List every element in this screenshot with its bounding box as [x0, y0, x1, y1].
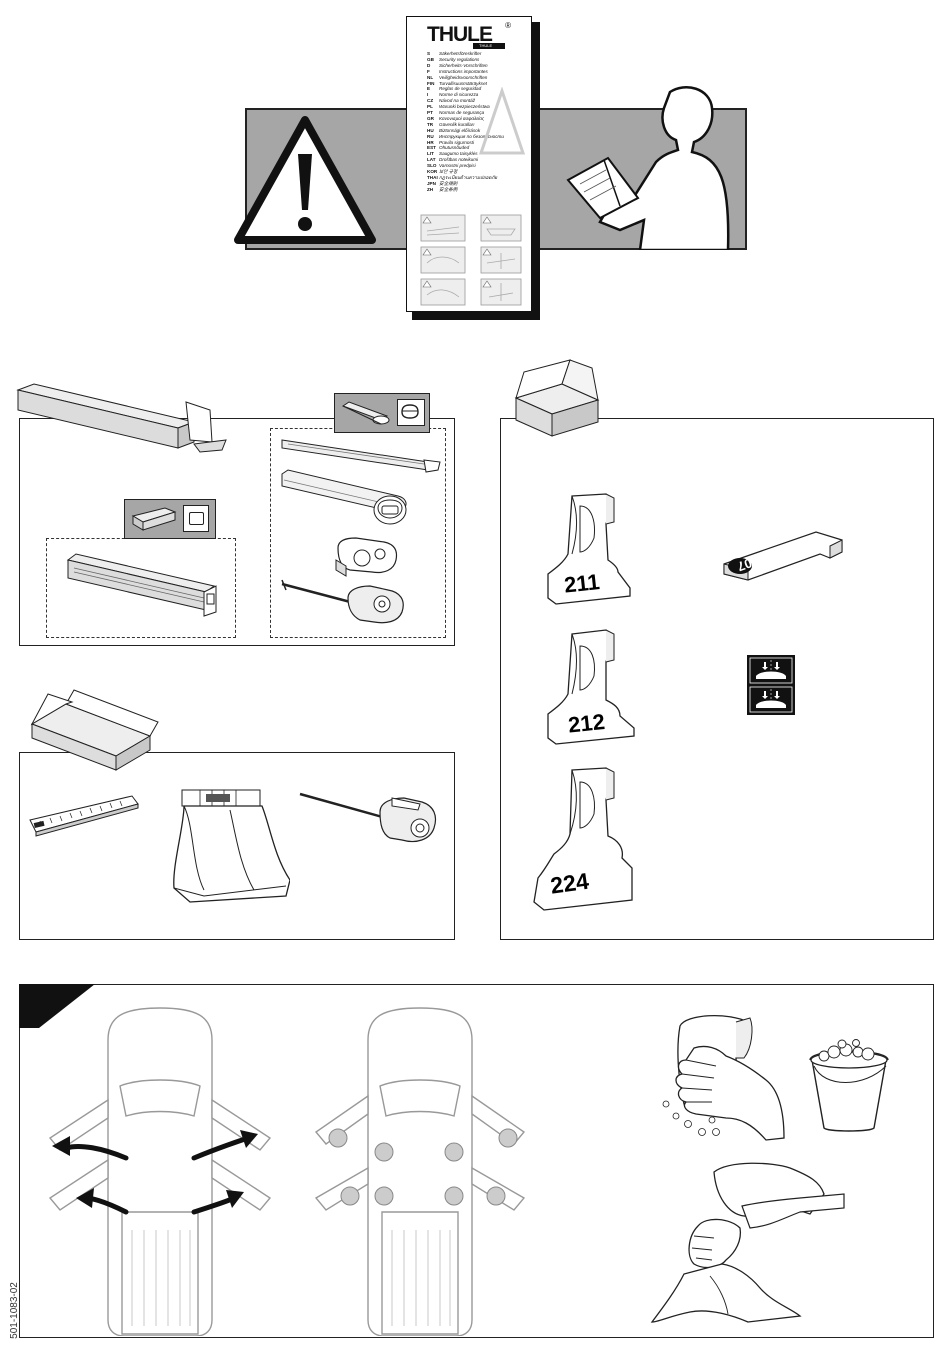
bracket-212-icon: 212	[547, 629, 635, 745]
measuring-ruler-icon	[29, 795, 139, 837]
spacer-07-label: 07	[735, 555, 754, 574]
bracket-212-label: 212	[567, 709, 606, 738]
aero-profile-badge	[334, 393, 430, 433]
aero-cross-section-icon	[397, 399, 425, 426]
logo-tagline-bar	[473, 43, 505, 49]
bracket-224-label: 224	[549, 868, 591, 899]
registered-mark: ®	[505, 21, 511, 30]
feet-panel	[19, 752, 455, 940]
square-load-bar-icon	[66, 553, 217, 617]
fit-kit-panel	[500, 418, 934, 940]
end-cap-icon	[335, 537, 398, 577]
warning-triangle-icon	[234, 116, 376, 244]
aero-bar-end-icon	[341, 401, 390, 425]
bracket-211-icon: 211	[547, 493, 631, 605]
bars-panel	[19, 418, 455, 646]
man-reading-icon	[566, 86, 730, 250]
roof-foot-icon	[173, 789, 290, 903]
bracket-211-label: 211	[563, 569, 601, 598]
bucket-icon	[809, 1039, 889, 1132]
hand-washing-foot-icon	[662, 1014, 785, 1141]
flat-box-icon	[30, 689, 159, 771]
square-bar-end-icon	[131, 507, 177, 531]
locking-key-icon	[299, 792, 437, 843]
aero-bar-icon	[281, 469, 407, 525]
cleaning-cloth-icon	[650, 1162, 845, 1323]
document-number: 501-1083-02	[8, 1282, 20, 1339]
lang-row: THAIกฎระเบียบด้านความปลอดภัย	[427, 174, 498, 180]
end-cap-key-icon	[281, 579, 404, 624]
position-sticker-icon	[747, 655, 795, 715]
booklet-thumbnails	[420, 214, 522, 306]
watermark-triangle-icon	[478, 87, 526, 155]
brand-name: THULE	[427, 23, 493, 46]
logo-tagline: THULE	[479, 43, 493, 48]
car-doors-open-icon	[48, 1007, 272, 1336]
spacer-07-icon: 07	[723, 531, 843, 581]
long-box-icon	[16, 383, 227, 453]
bracket-224-icon: 224	[533, 767, 633, 911]
square-profile-badge	[124, 499, 216, 539]
thule-logo: THULE ®	[427, 21, 511, 46]
aero-bar-profile-icon	[281, 439, 441, 473]
kit-box-icon	[514, 359, 600, 437]
preparation-panel	[19, 984, 934, 1338]
car-contact-points-icon	[314, 1007, 526, 1336]
square-cross-section-icon	[183, 505, 209, 532]
corner-marker-icon	[19, 984, 95, 1028]
